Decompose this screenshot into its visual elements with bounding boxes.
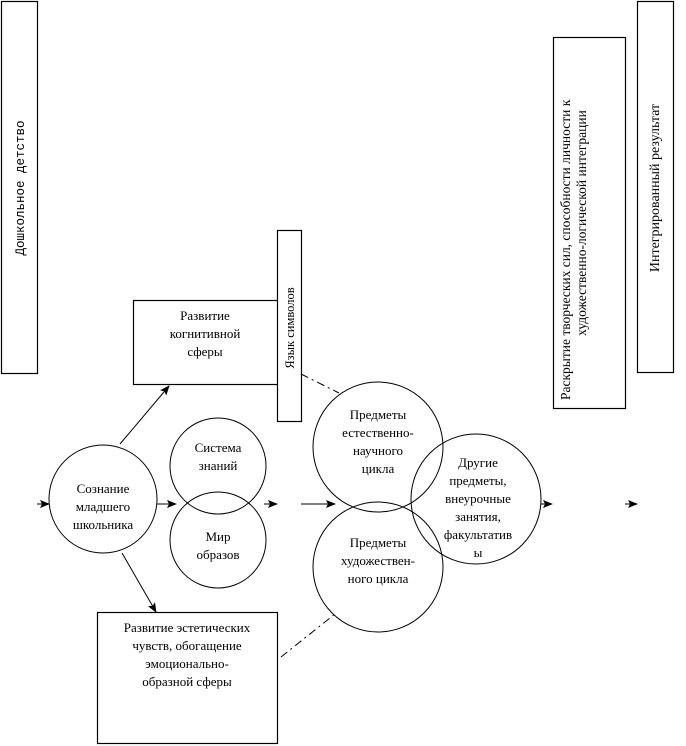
circle-consciousness-line-3: школьника: [73, 517, 133, 532]
circle-other: [410, 433, 542, 565]
arrow-to-cognitive: [119, 385, 170, 445]
circle-natural-science-line-3: научного: [353, 443, 403, 458]
dashed-link-aesthetic: [280, 613, 336, 658]
circle-images: [169, 491, 267, 589]
box-cognitive: Развитие когнитивной сферы: [132, 299, 280, 386]
circle-knowledge-line-2: знаний: [199, 458, 238, 473]
stage-disclosure-line-1: Раскрытие творческих сил, способности ли…: [558, 99, 573, 400]
circle-art-line-1: Предметы: [350, 535, 407, 550]
circle-images-line-2: образов: [196, 547, 239, 562]
circle-natural-science-line-4: цикла: [362, 461, 395, 476]
stage-result: Интегрированный результат: [636, 0, 675, 374]
box-aesthetic-line-2: чувств, обогащение: [132, 638, 242, 653]
circle-other-line-1: Другие: [458, 455, 498, 470]
box-aesthetic-line-3: эмоционально-: [145, 656, 229, 671]
circle-other-line-2: предметы,: [449, 473, 506, 488]
box-aesthetic-line-1: Развитие эстетических: [124, 620, 251, 635]
circle-art: [312, 501, 444, 633]
stage-disclosure-line-2: художественно-логической интеграции: [574, 110, 589, 336]
circle-natural-science: [312, 381, 444, 513]
circle-art-line-3: ного цикла: [348, 571, 409, 586]
stage-preschool: Дошкольное детство: [0, 0, 39, 375]
box-cognitive-line-1: Развитие: [180, 308, 230, 323]
circle-other-line-5: факультатив: [444, 527, 512, 542]
circle-consciousness: [48, 444, 158, 554]
box-cognitive-line-3: сферы: [187, 344, 223, 359]
stage-result-label: Интегрированный результат: [648, 104, 663, 272]
dashed-link-symbols: [300, 373, 340, 394]
circle-other-line-6: ы: [474, 545, 483, 560]
box-cognitive-line-2: когнитивной: [170, 326, 241, 341]
circle-art-line-2: художествен-: [341, 553, 415, 568]
circle-knowledge-line-1: Система: [195, 440, 242, 455]
circle-other-line-3: внеурочные: [445, 491, 511, 506]
circle-natural-science-line-2: естественно-: [342, 425, 414, 440]
stage-disclosure: Раскрытие творческих сил, способности ли…: [552, 36, 627, 410]
box-symbols: Язык символов: [276, 229, 303, 423]
circle-knowledge: [169, 417, 267, 515]
circle-natural-science-line-1: Предметы: [350, 407, 407, 422]
box-symbols-label: Язык символов: [283, 287, 297, 368]
circle-images-line-1: Мир: [205, 529, 230, 544]
stage-preschool-label: Дошкольное детство: [14, 120, 28, 255]
circle-consciousness-line-1: Сознание: [77, 481, 130, 496]
box-aesthetic: Развитие эстетических чувств, обогащение…: [96, 611, 279, 745]
box-aesthetic-line-4: образной сферы: [142, 674, 232, 689]
arrow-to-aesthetic: [121, 552, 157, 613]
circle-other-line-4: занятия,: [455, 509, 501, 524]
circle-consciousness-line-2: младшего: [76, 499, 130, 514]
